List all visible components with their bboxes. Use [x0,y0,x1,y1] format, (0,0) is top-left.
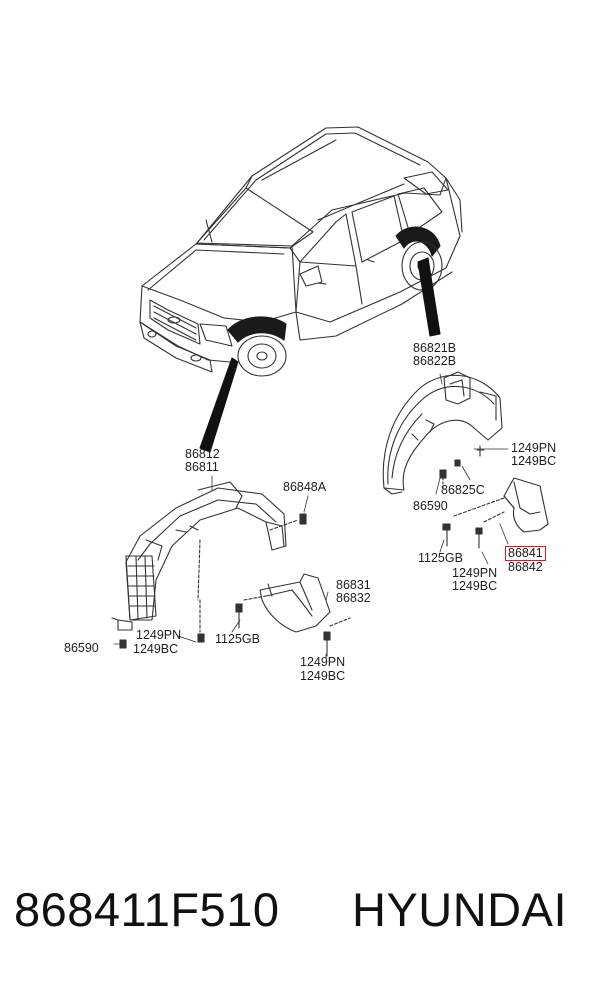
label-front-1249PN: 1249PN [136,628,182,642]
label-86841-highlighted: 86841 [505,546,546,561]
label-86821B: 86821B [413,341,457,355]
label-86848A: 86848A [283,480,327,494]
label-front-86590: 86590 [64,641,99,655]
label-86812: 86812 [185,447,220,461]
front-mud-flap [259,573,331,633]
label-86842: 86842 [508,560,543,574]
label-rear-86590: 86590 [413,499,448,513]
front-wheel-liner [111,481,287,631]
rear-wheel-liner [382,371,503,495]
rear-pointer [417,257,441,337]
label-rear-1249PN: 1249PN [511,441,557,455]
part-number: 868411F510 [14,883,280,936]
front-fasteners [119,513,351,657]
label-rear-1125GB: 1125GB [418,551,463,565]
front-pointer [199,357,239,453]
vehicle-illustration [139,126,463,377]
leader-lines [113,373,509,659]
brand-name: HYUNDAI [352,883,568,936]
label-rear-flap-1249BC: 1249BC [452,579,498,593]
label-86832: 86832 [336,591,371,605]
label-86811: 86811 [185,460,219,474]
label-86825C: 86825C [441,483,485,497]
label-86831: 86831 [336,578,371,592]
rear-mud-flap [503,477,549,533]
label-86822B: 86822B [413,354,457,368]
label-front-1125GB: 1125GB [215,632,260,646]
label-front-flap-1249PN: 1249PN [300,655,346,669]
label-rear-flap-1249PN: 1249PN [452,566,498,580]
rear-fasteners [439,445,505,549]
label-rear-1249BC: 1249BC [511,454,557,468]
label-front-flap-1249BC: 1249BC [300,669,346,683]
label-front-1249BC: 1249BC [133,642,179,656]
